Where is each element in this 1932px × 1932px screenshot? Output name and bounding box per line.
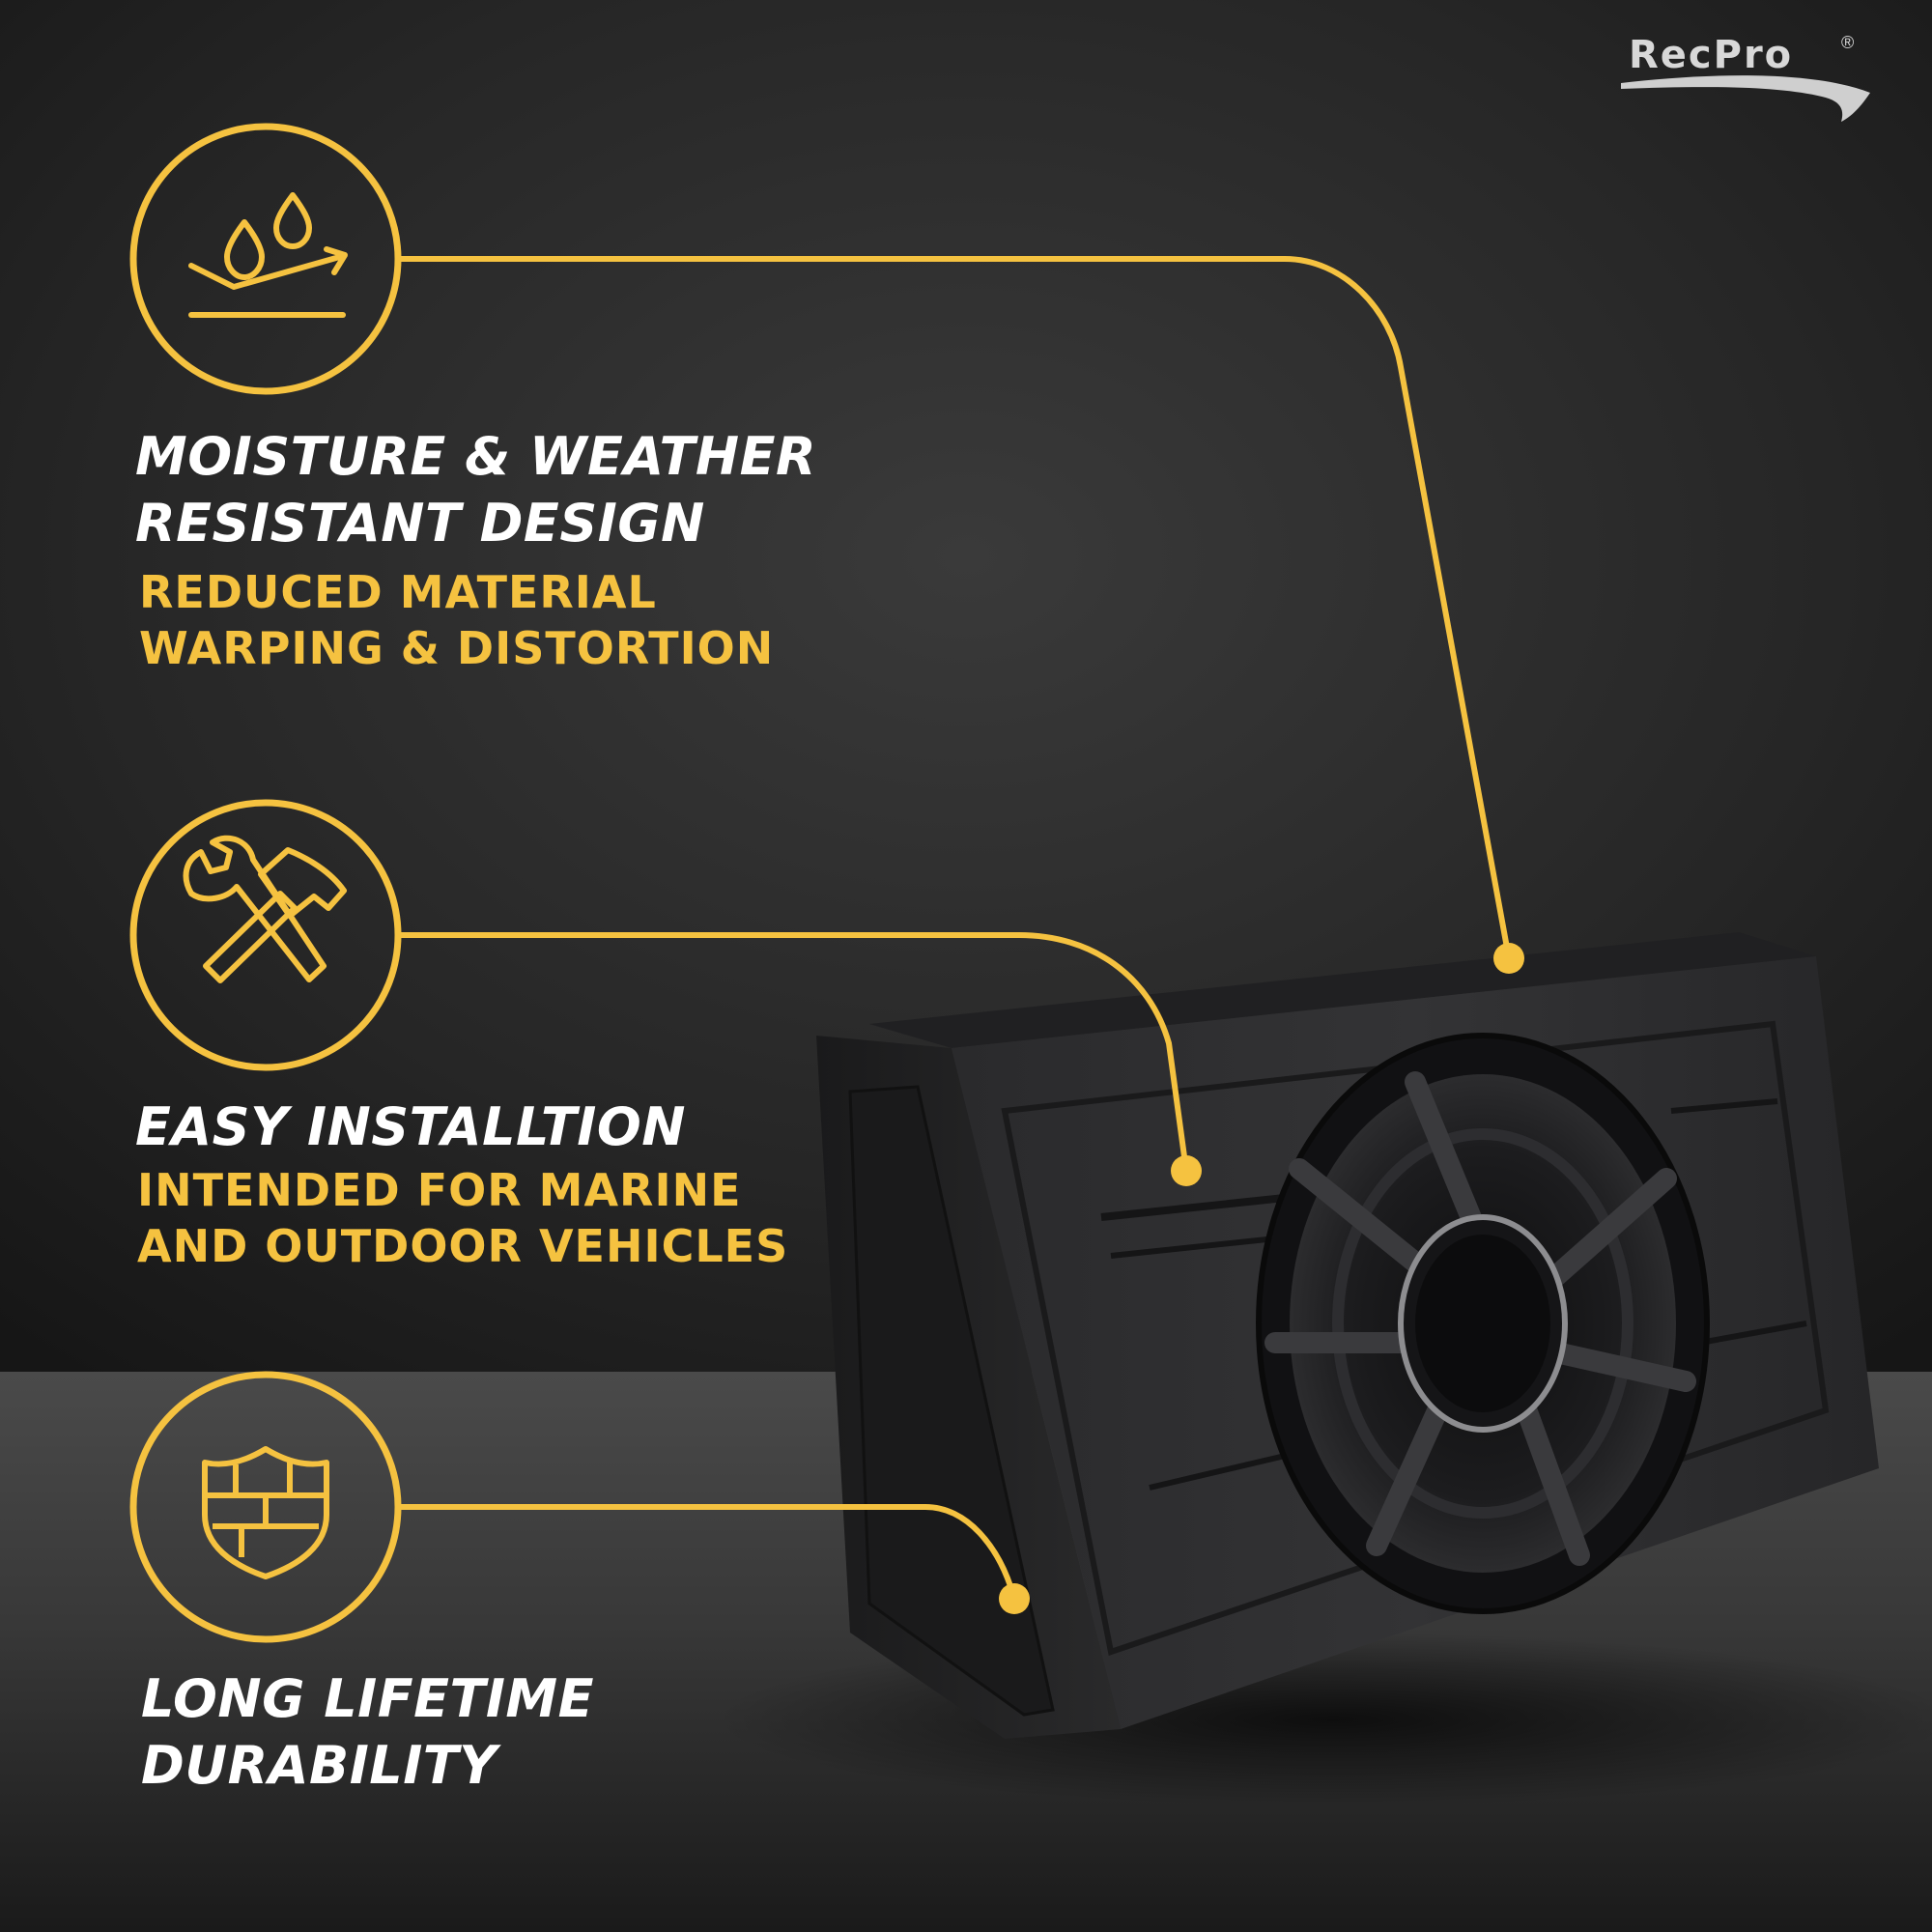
enclosure-top: [869, 932, 1816, 1048]
brand-logo-text: RecPro: [1629, 33, 1794, 77]
feature-heading-durability: LONG LIFETIME DURABILITY: [141, 1665, 594, 1799]
callout-line-installation: [398, 932, 1189, 1174]
shield-icon: [202, 1446, 329, 1579]
feature-heading-line: RESISTANT DESIGN: [135, 493, 705, 554]
feature-heading-moisture: MOISTURE & WEATHER RESISTANT DESIGN: [135, 423, 816, 556]
icon-ring-durability: [129, 1371, 402, 1643]
callout-dot-moisture: [1493, 943, 1524, 974]
registered-mark: ®: [1841, 33, 1855, 52]
feature-sub-installation: INTENDED FOR MARINE AND OUTDOOR VEHICLES: [137, 1162, 788, 1274]
brand-logo: RecPro ®: [1617, 33, 1878, 125]
callout-line-durability: [398, 1504, 1017, 1602]
feature-sub-line: INTENDED FOR MARINE: [137, 1164, 742, 1216]
callout-line-moisture: [398, 256, 1512, 961]
feature-sub-line: REDUCED MATERIAL: [139, 566, 657, 618]
feature-heading-line: EASY INSTALLTION: [135, 1096, 686, 1157]
feature-heading-line: DURABILITY: [141, 1735, 497, 1796]
feature-sub-line: AND OUTDOOR VEHICLES: [137, 1220, 789, 1272]
subwoofer-speaker: [1256, 1033, 1710, 1614]
feature-heading-installation: EASY INSTALLTION: [135, 1094, 686, 1160]
callout-lines: [398, 256, 1512, 1602]
icon-ring-installation: [129, 799, 402, 1071]
callout-dot-installation: [1171, 1155, 1202, 1186]
wrench-hammer-icon: [183, 835, 347, 983]
feature-sub-line: WARPING & DISTORTION: [139, 622, 775, 674]
water-drops-icon: [188, 192, 348, 318]
brand-swoosh: [1621, 75, 1870, 122]
feature-sub-moisture: REDUCED MATERIAL WARPING & DISTORTION: [139, 564, 774, 676]
icon-ring-moisture: [129, 123, 402, 395]
callout-dot-durability: [999, 1583, 1030, 1614]
feature-heading-line: LONG LIFETIME: [141, 1668, 595, 1729]
feature-heading-line: MOISTURE & WEATHER: [135, 426, 817, 487]
